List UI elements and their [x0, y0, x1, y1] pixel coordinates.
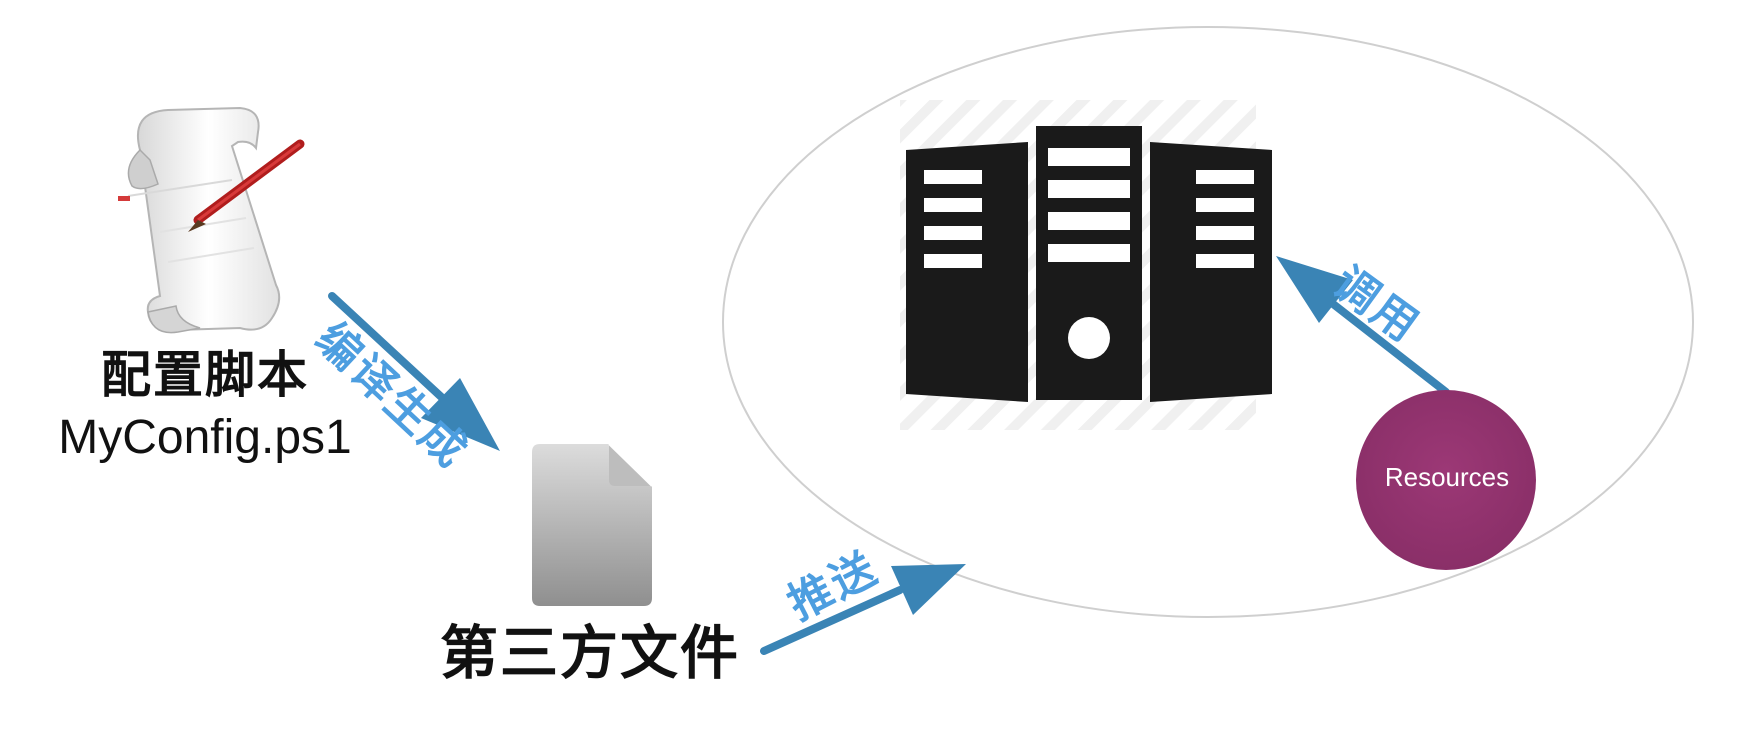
server-rack-icon: [900, 100, 1272, 430]
resources-label: Resources: [1384, 462, 1510, 492]
config-script-title: 配置脚本: [101, 346, 309, 404]
config-script-filename: MyConfig.ps1: [58, 411, 352, 464]
script-scroll-icon: [118, 106, 305, 334]
call-arrow: [1276, 256, 1450, 396]
environment-ellipse: [722, 26, 1694, 618]
resources-circle: [1356, 390, 1536, 570]
push-arrow: [760, 564, 966, 655]
compile-arrow: [328, 292, 500, 451]
document-file-icon: [532, 443, 653, 606]
third-party-file-title: 第三方文件: [439, 619, 740, 687]
